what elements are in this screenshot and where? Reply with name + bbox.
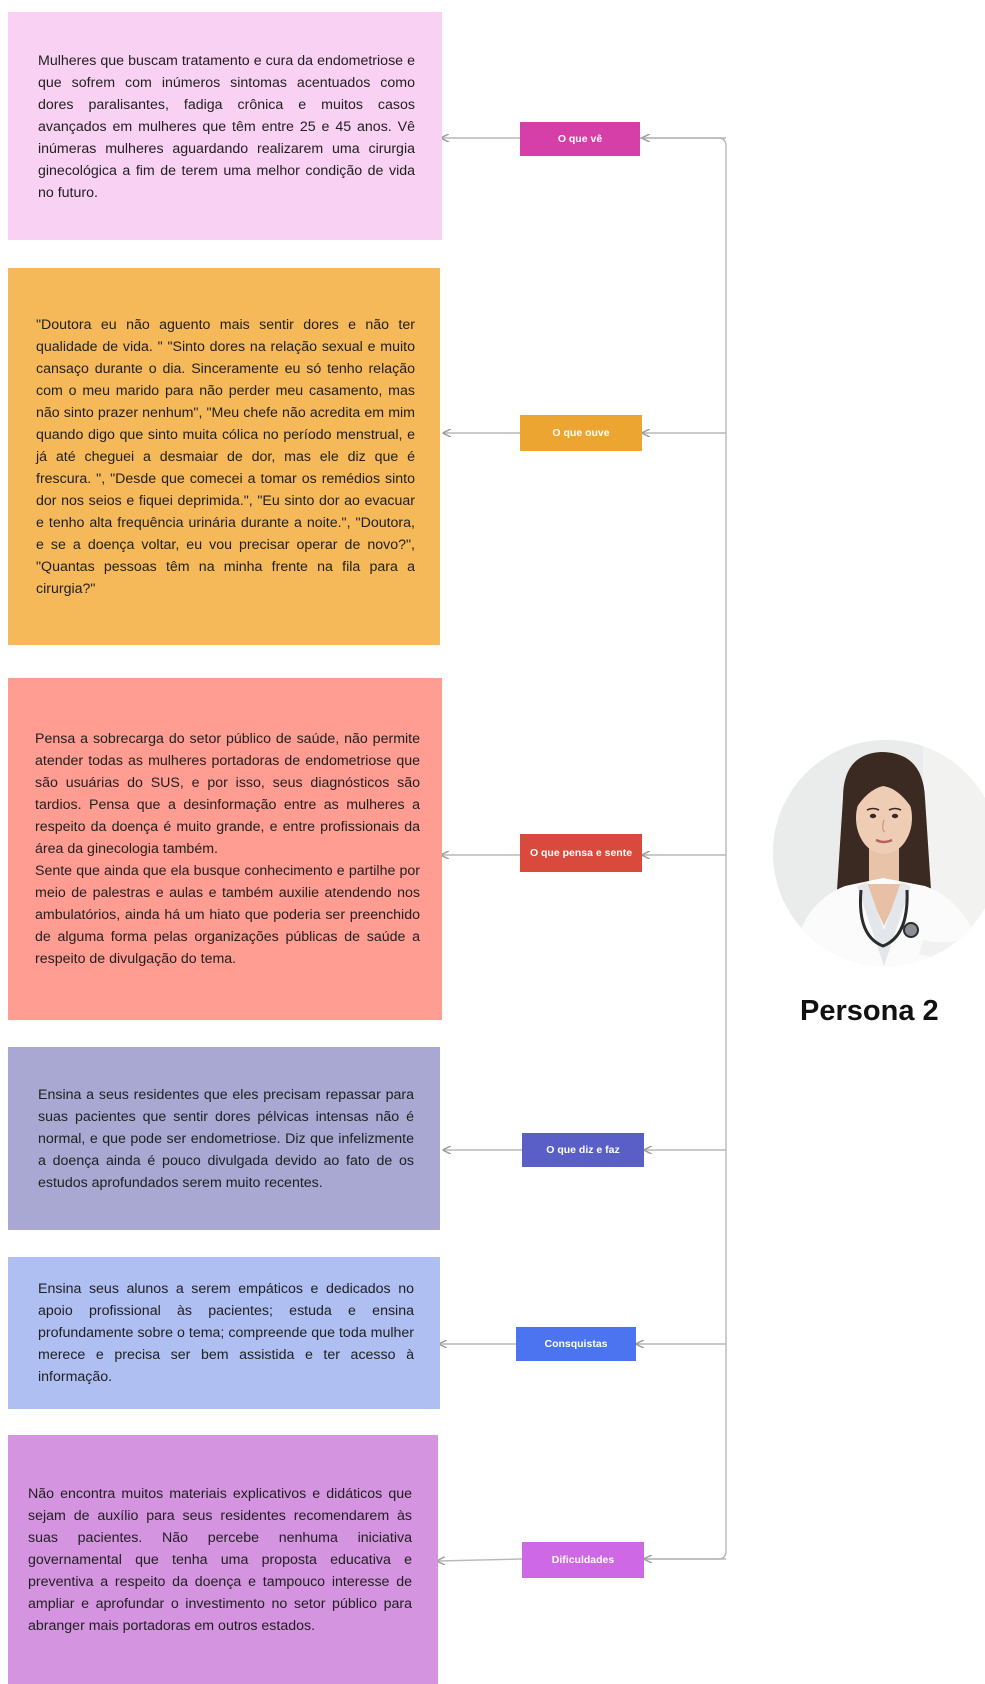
tag-label: Dificuldades — [551, 1553, 615, 1566]
spine-line — [640, 137, 727, 1560]
tag-o-que-ouve[interactable]: O que ouve — [520, 415, 642, 451]
tag-dificuldades[interactable]: Dificuldades — [522, 1542, 644, 1578]
section-box-consquistas: Ensina seus alunos a serem empáticos e d… — [8, 1257, 440, 1409]
tag-o-que-diz-e-faz[interactable]: O que diz e faz — [522, 1133, 644, 1167]
section-box-o-que-ouve: "Doutora eu não aguento mais sentir dore… — [8, 268, 440, 645]
doctor-portrait-icon — [773, 740, 985, 966]
section-text: Mulheres que buscam tratamento e cura da… — [38, 53, 415, 201]
tag-label: Consquistas — [544, 1337, 608, 1350]
section-box-o-que-ve: Mulheres que buscam tratamento e cura da… — [8, 12, 442, 240]
section-box-o-que-diz-e-faz: Ensina a seus residentes que eles precis… — [8, 1047, 440, 1230]
persona-name: Persona 2 — [800, 995, 939, 1027]
section-box-dificuldades: Não encontra muitos materiais explicativ… — [8, 1435, 438, 1684]
connector-arrow — [438, 1559, 523, 1561]
tag-label: O que diz e faz — [546, 1143, 620, 1156]
section-box-o-que-pensa-e-sente: Pensa a sobrecarga do setor público de s… — [8, 678, 442, 1020]
tag-o-que-pensa-e-sente[interactable]: O que pensa e sente — [520, 834, 642, 872]
section-text: Pensa a sobrecarga do setor público de s… — [35, 731, 420, 967]
tag-o-que-ve[interactable]: O que vê — [520, 122, 640, 156]
tag-label: O que ouve — [552, 426, 610, 439]
section-text: Não encontra muitos materiais explicativ… — [28, 1485, 412, 1634]
tag-label: O que pensa e sente — [529, 846, 633, 859]
tag-label: O que vê — [557, 132, 603, 145]
tag-consquistas[interactable]: Consquistas — [516, 1327, 636, 1361]
section-text: Ensina a seus residentes que eles precis… — [38, 1086, 414, 1191]
section-text: "Doutora eu não aguento mais sentir dore… — [36, 316, 415, 597]
section-text: Ensina seus alunos a serem empáticos e d… — [38, 1281, 414, 1385]
